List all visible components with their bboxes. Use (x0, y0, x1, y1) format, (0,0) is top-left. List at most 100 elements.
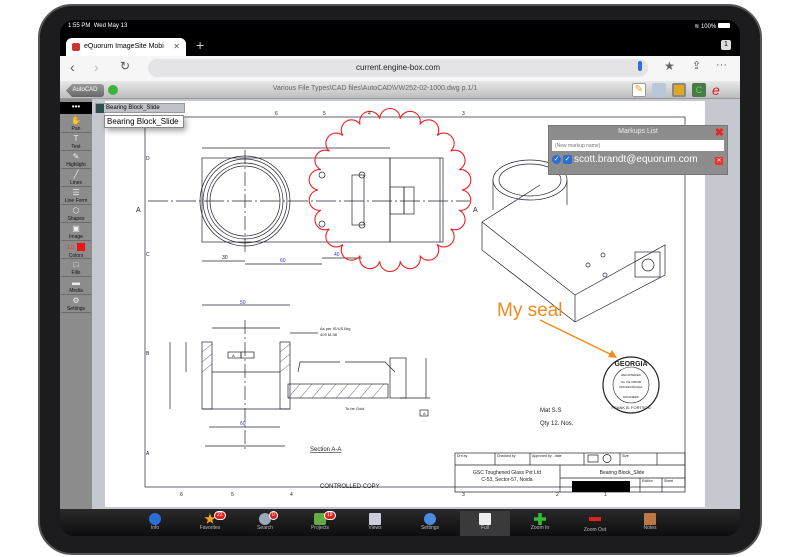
highlight-icon: ✎ (72, 152, 80, 161)
tb-edition: Edition (642, 479, 653, 483)
markup-layer-tooltip: Bearing Block_Slide (104, 115, 184, 128)
ruler-bottom: 6 (180, 492, 183, 498)
tool-shapes[interactable]: ⬡Shapes (61, 206, 91, 223)
tab-full[interactable]: Full (460, 511, 510, 536)
app-toolbar: AutoCAD Various File Types\CAD files\Aut… (60, 81, 740, 99)
browser-tab[interactable]: eQuorum ImageSite Mobi ✕ (66, 38, 186, 56)
ruler-side: B (146, 351, 150, 357)
tool-line-form[interactable]: ☰Line Form (61, 188, 91, 205)
tab-title: eQuorum ImageSite Mobi (84, 43, 164, 50)
search-icon (259, 513, 271, 525)
more-icon[interactable]: ··· (716, 59, 727, 71)
tool-label: Image (69, 234, 83, 240)
clock: 1:55 PM (68, 23, 91, 29)
markup-layer-header[interactable]: Bearing Block_Slide (95, 103, 185, 113)
dimension: 60 (280, 258, 286, 264)
tab-info[interactable]: Info (130, 511, 180, 536)
tab-views[interactable]: Views (350, 511, 400, 536)
tab-label: Search (257, 525, 273, 531)
tool-label: Settings (66, 306, 86, 312)
note: To be Gold (345, 406, 364, 411)
forward-icon[interactable]: › (94, 59, 99, 75)
tb-company: GSC Toughened Glass Pvt Ltd (473, 470, 541, 476)
tab-notes[interactable]: Notes (625, 511, 675, 536)
status-bar: 1:55 PM Wed May 13 ≋ 100% (60, 20, 740, 34)
edit-markup-icon[interactable]: ✎ (632, 83, 646, 97)
notes-icon (644, 513, 656, 525)
navigation-bar: ‹ › ↻ current.engine-box.com ★ ⇪ ··· (60, 56, 740, 81)
equorum-logo-icon[interactable]: e (712, 82, 720, 98)
dimension: 60 (240, 421, 246, 427)
tool-pan[interactable]: ✋Pan (61, 116, 91, 133)
zoom-in-icon (534, 513, 546, 525)
back-icon[interactable]: ‹ (70, 59, 75, 75)
visible-toggle-icon[interactable]: ✓ (552, 154, 561, 164)
tool-media[interactable]: ▬Media (61, 278, 91, 295)
new-markup-name-input[interactable] (552, 140, 724, 151)
tab-label: Favorites (199, 525, 221, 531)
close-panel-icon[interactable]: ✖ (714, 127, 724, 139)
tools-menu-button[interactable]: ••• (60, 102, 92, 114)
bookmark-star-icon[interactable]: ★ (664, 59, 675, 73)
tb-drawn-by: Drn by (457, 454, 468, 458)
tool-fills[interactable]: □Fills (61, 260, 91, 277)
tab-label: Views (368, 525, 382, 531)
tab-label: Zoom In (530, 525, 550, 531)
address-bar[interactable]: current.engine-box.com (148, 59, 648, 77)
note: 409 M-38 (320, 332, 338, 337)
tool-settings[interactable]: ⚙Settings (61, 296, 91, 313)
fills-icon: □ (73, 260, 79, 269)
screen: 1:55 PM Wed May 13 ≋ 100% eQuorum ImageS… (60, 20, 740, 536)
new-tab-button[interactable]: + (196, 37, 205, 53)
close-tab-icon[interactable]: ✕ (173, 42, 180, 51)
cad-drawing: A A 6 5 4 3 6 5 4 3 2 1 D C B A 30 60 40… (136, 108, 686, 498)
controlled-copy-label: CONTROLLED COPY (320, 484, 380, 490)
revision-cloud-markup (308, 108, 472, 272)
ruler-top: 3 (462, 111, 465, 117)
note: As per IS/US Brg (320, 326, 350, 331)
ruler-bottom: 5 (231, 492, 234, 498)
lock-icon[interactable] (672, 83, 686, 97)
tab-settings[interactable]: Settings (405, 511, 455, 536)
tool-image[interactable]: ▣Image (61, 224, 91, 241)
refresh-icon[interactable]: C (692, 83, 706, 97)
tab-label: Settings (420, 525, 440, 531)
print-icon[interactable] (652, 83, 666, 97)
lines-icon: ╱ (73, 170, 79, 179)
reload-icon[interactable]: ↻ (120, 59, 131, 73)
line-width: 1.0 (67, 245, 74, 251)
markups-list-title: Markups List (618, 128, 658, 135)
tool-lines[interactable]: ╱Lines (61, 170, 91, 187)
tab-zoom-in[interactable]: Zoom In (515, 511, 565, 536)
markup-list-item[interactable]: ✓✓scott.brandt@equorum.com ✕ (552, 154, 727, 168)
tab-zoom-out[interactable]: Zoom Out (570, 511, 620, 536)
microphone-icon[interactable] (638, 61, 642, 71)
tab-count-button[interactable]: 1 (721, 40, 731, 50)
section-marker-right: A (473, 207, 478, 214)
dimension: 40 (334, 252, 340, 258)
tool-label: Shapes (67, 216, 85, 222)
current-color-swatch[interactable] (76, 242, 85, 251)
delete-markup-icon[interactable]: ✕ (715, 157, 723, 165)
tool-highlight[interactable]: ✎Highlight (61, 152, 91, 169)
share-icon[interactable]: ⇪ (692, 60, 702, 72)
select-checkbox[interactable]: ✓ (563, 154, 572, 164)
tab-label: Info (150, 525, 160, 531)
tab-search[interactable]: Search 0 (240, 511, 290, 536)
tb-sheet: Sheet (664, 479, 673, 483)
seal-text: FRANK B. FORTSON (611, 405, 650, 410)
count-badge: 0 (269, 511, 278, 520)
text-icon: T (73, 134, 79, 143)
top-view-slot (389, 157, 444, 243)
datum-box: A (423, 411, 426, 416)
tb-title: Bearing Block_Slide (600, 470, 645, 476)
count-badge: 18 (324, 511, 336, 520)
back-autocad-button[interactable]: AutoCAD (66, 84, 104, 97)
tb-approved-by: Approved by - date (532, 454, 562, 458)
